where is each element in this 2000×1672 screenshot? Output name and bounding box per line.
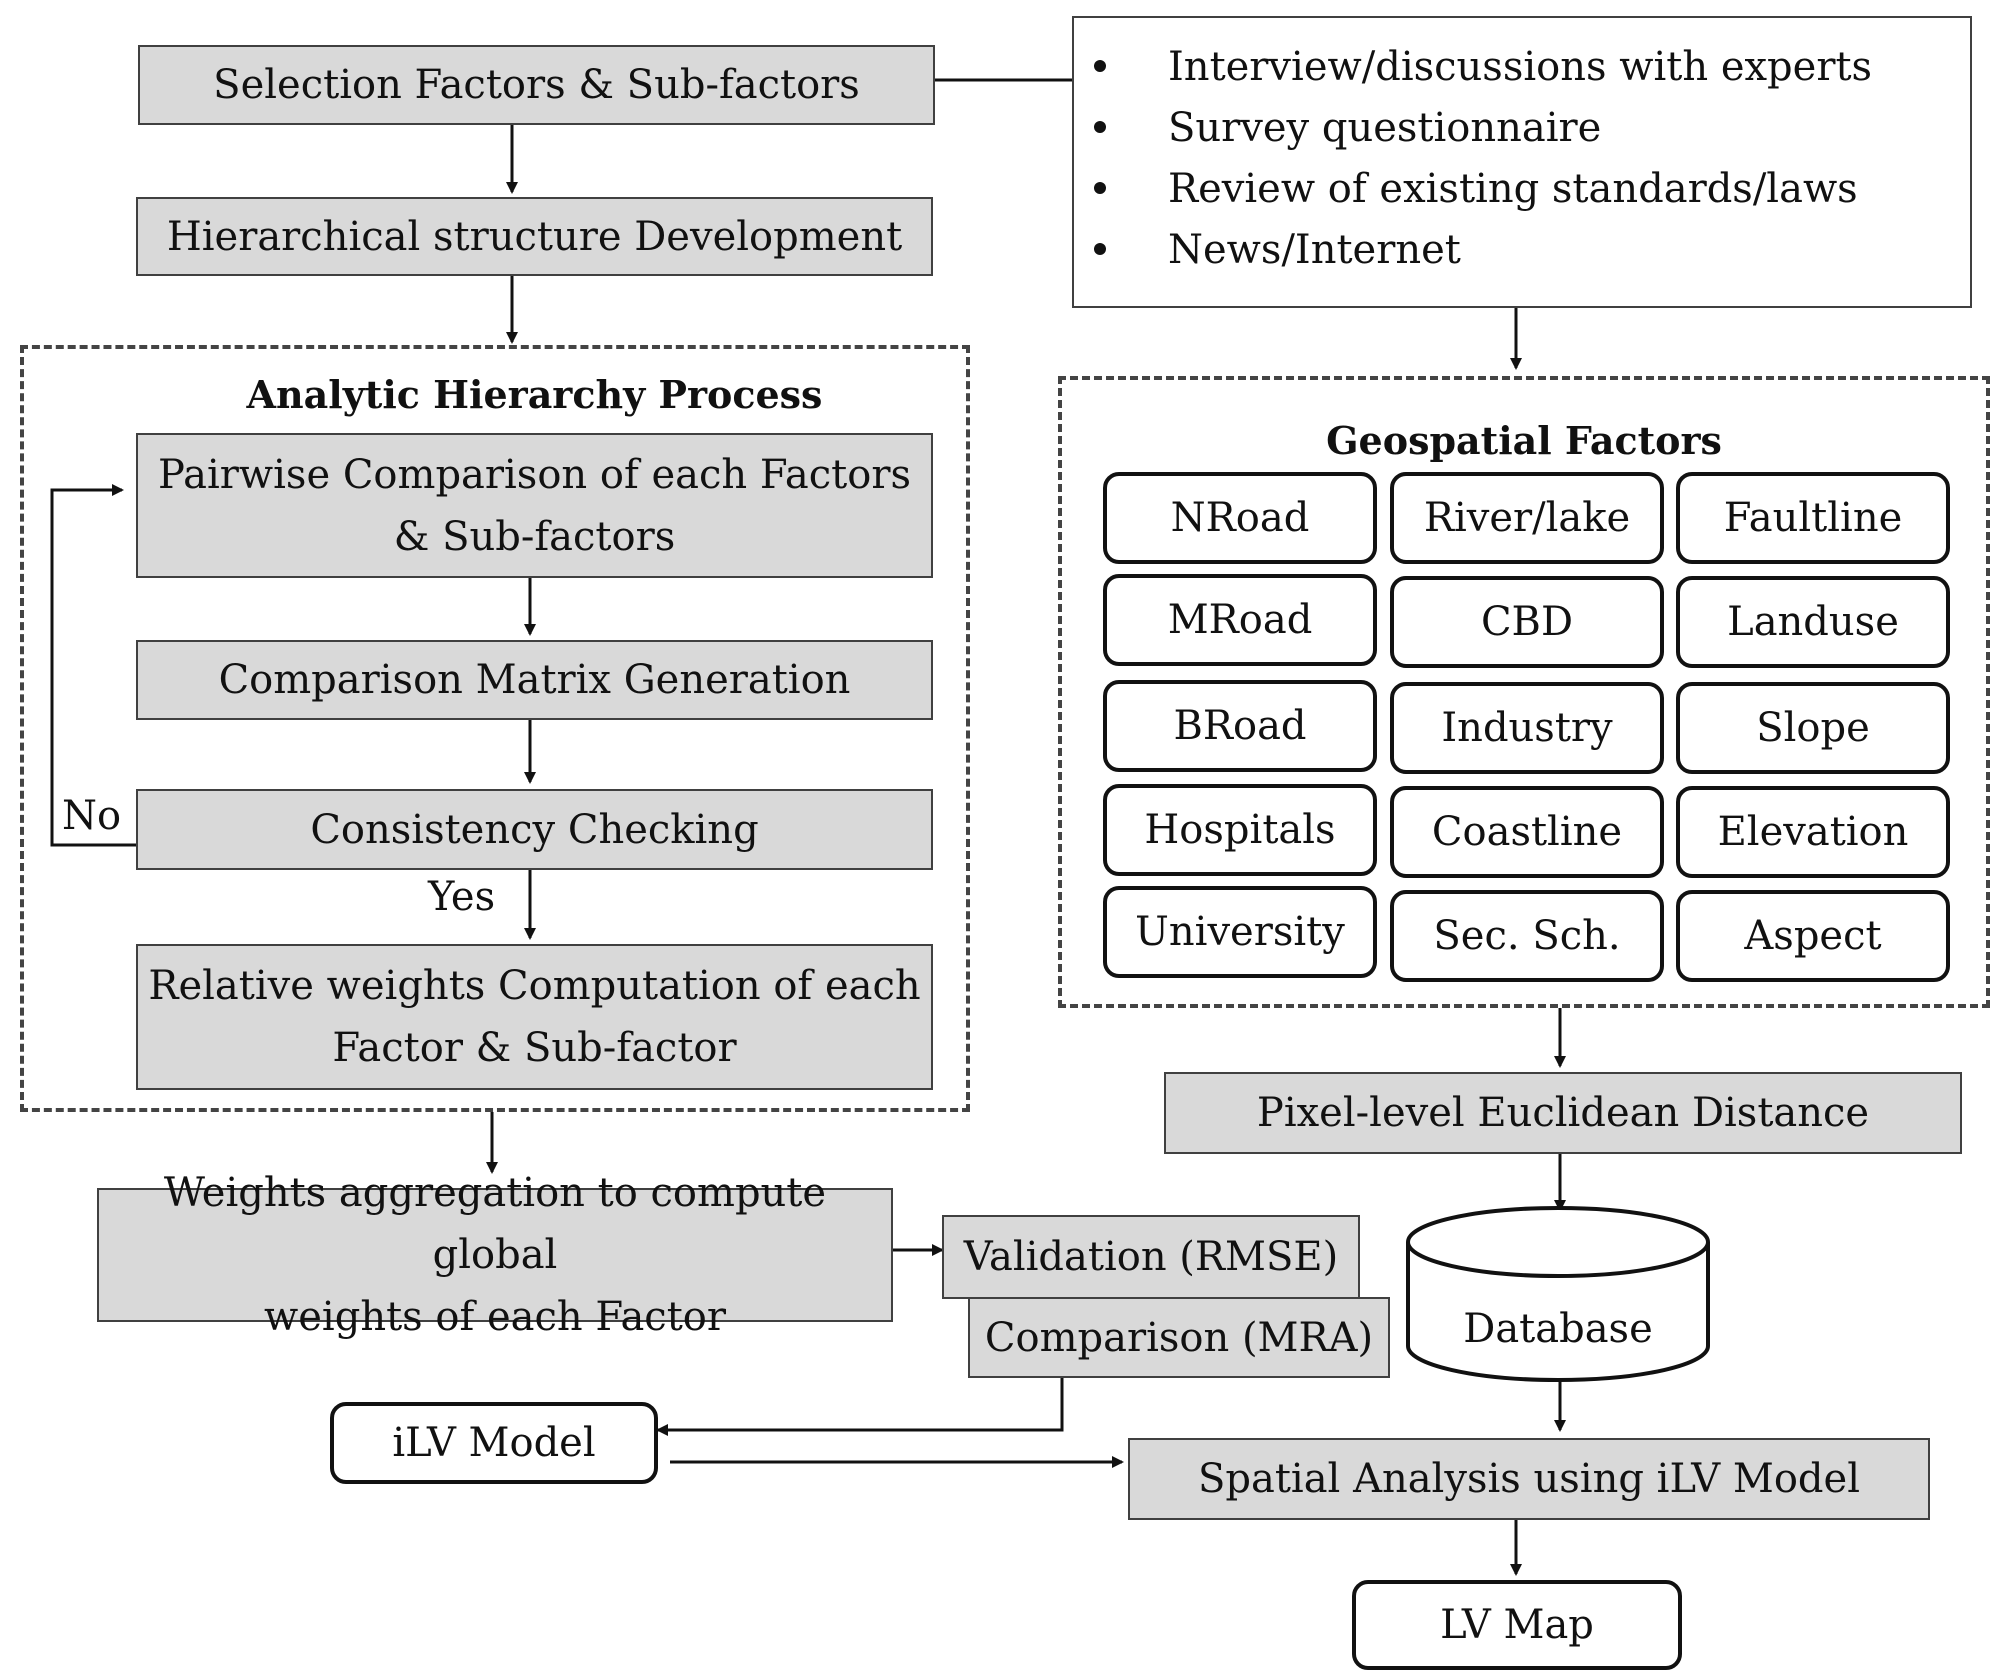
data-collection-methods-box: Interview/discussions with experts Surve… bbox=[1072, 16, 1972, 308]
factor-box: Hospitals bbox=[1103, 784, 1377, 876]
factor-box: University bbox=[1103, 886, 1377, 978]
comparison-mra-box: Comparison (MRA) bbox=[968, 1297, 1390, 1378]
no-label: No bbox=[62, 793, 122, 839]
method-item: News/Internet bbox=[1074, 223, 1970, 284]
weights-aggregation-line2: weights of each Factor bbox=[264, 1294, 726, 1340]
hierarchy-development-label: Hierarchical structure Development bbox=[166, 213, 903, 260]
consistency-checking-label: Consistency Checking bbox=[310, 806, 759, 853]
method-item: Survey questionnaire bbox=[1074, 101, 1970, 162]
factor-label: Elevation bbox=[1717, 809, 1909, 855]
hierarchy-development-box: Hierarchical structure Development bbox=[136, 197, 933, 276]
factor-box: BRoad bbox=[1103, 680, 1377, 772]
factor-box: Aspect bbox=[1676, 890, 1950, 982]
factor-box: Industry bbox=[1390, 682, 1664, 774]
factor-box: River/lake bbox=[1390, 472, 1664, 564]
geospatial-factors-group bbox=[1058, 376, 1990, 1008]
comparison-matrix-label: Comparison Matrix Generation bbox=[218, 657, 851, 703]
factor-box: Sec. Sch. bbox=[1390, 890, 1664, 982]
spatial-analysis-box: Spatial Analysis using iLV Model bbox=[1128, 1438, 1930, 1520]
method-label: Review of existing standards/laws bbox=[1168, 166, 1858, 212]
database-label: Database bbox=[1463, 1306, 1653, 1352]
factor-box: MRoad bbox=[1103, 574, 1377, 666]
bullet-icon bbox=[1094, 60, 1106, 72]
factor-box: Faultline bbox=[1676, 472, 1950, 564]
factor-box: Slope bbox=[1676, 682, 1950, 774]
ahp-title: Analytic Hierarchy Process bbox=[246, 372, 823, 417]
factor-label: Landuse bbox=[1727, 599, 1899, 645]
relative-weights-line1: Relative weights Computation of each bbox=[148, 963, 921, 1009]
selection-factors-box: Selection Factors & Sub-factors bbox=[138, 45, 935, 125]
pairwise-comparison-line2: & Sub-factors bbox=[393, 513, 676, 560]
weights-aggregation-box: Weights aggregation to compute global we… bbox=[97, 1170, 893, 1340]
bullet-icon bbox=[1094, 121, 1106, 133]
method-item: Interview/discussions with experts bbox=[1074, 40, 1970, 101]
relative-weights-line2: Factor & Sub-factor bbox=[332, 1025, 737, 1071]
factor-label: NRoad bbox=[1170, 495, 1310, 541]
factor-box: Coastline bbox=[1390, 786, 1664, 878]
factor-label: Coastline bbox=[1431, 809, 1623, 855]
spatial-analysis-label: Spatial Analysis using iLV Model bbox=[1197, 1456, 1860, 1502]
factor-label: Aspect bbox=[1744, 913, 1882, 959]
factor-label: River/lake bbox=[1423, 495, 1631, 541]
factor-box: Elevation bbox=[1676, 786, 1950, 878]
factor-box: CBD bbox=[1390, 576, 1664, 668]
relative-weights-box: Relative weights Computation of each Fac… bbox=[136, 944, 933, 1090]
factor-label: Sec. Sch. bbox=[1433, 913, 1621, 959]
lv-map-label: LV Map bbox=[1440, 1602, 1594, 1648]
pairwise-comparison-box: Pairwise Comparison of each Factors & Su… bbox=[136, 433, 933, 578]
euclidean-distance-box: Pixel-level Euclidean Distance bbox=[1164, 1072, 1962, 1154]
validation-label: Validation (RMSE) bbox=[963, 1234, 1339, 1280]
lv-map-box: LV Map bbox=[1352, 1580, 1682, 1670]
ahp-group bbox=[20, 345, 970, 1112]
factor-label: University bbox=[1135, 909, 1345, 955]
factor-label: BRoad bbox=[1173, 703, 1307, 749]
method-label: News/Internet bbox=[1168, 227, 1461, 273]
euclidean-distance-label: Pixel-level Euclidean Distance bbox=[1256, 1090, 1870, 1136]
method-item: Review of existing standards/laws bbox=[1074, 162, 1970, 223]
factor-label: CBD bbox=[1480, 599, 1574, 645]
validation-box: Validation (RMSE) bbox=[942, 1215, 1360, 1299]
method-label: Survey questionnaire bbox=[1168, 105, 1602, 151]
selection-factors-label: Selection Factors & Sub-factors bbox=[213, 62, 860, 108]
factor-label: Slope bbox=[1756, 705, 1870, 751]
comparison-mra-label: Comparison (MRA) bbox=[984, 1314, 1374, 1361]
factor-label: Hospitals bbox=[1144, 807, 1336, 853]
factor-box: NRoad bbox=[1103, 472, 1377, 564]
factor-label: Industry bbox=[1441, 705, 1613, 751]
consistency-checking-box: Consistency Checking bbox=[136, 789, 933, 870]
method-label: Interview/discussions with experts bbox=[1168, 44, 1873, 90]
weights-aggregation-line1: Weights aggregation to compute global bbox=[163, 1170, 827, 1278]
geospatial-factors-title: Geospatial Factors bbox=[1326, 418, 1722, 463]
factor-label: MRoad bbox=[1167, 597, 1313, 643]
ilv-model-box: iLV Model bbox=[330, 1402, 658, 1484]
database-cylinder bbox=[1406, 1206, 1710, 1382]
factor-box: Landuse bbox=[1676, 576, 1950, 668]
bullet-icon bbox=[1094, 182, 1106, 194]
ilv-model-label: iLV Model bbox=[392, 1420, 596, 1466]
factor-label: Faultline bbox=[1723, 495, 1903, 541]
yes-label: Yes bbox=[428, 874, 496, 920]
pairwise-comparison-line1: Pairwise Comparison of each Factors bbox=[158, 451, 911, 498]
bullet-icon bbox=[1094, 243, 1106, 255]
comparison-matrix-box: Comparison Matrix Generation bbox=[136, 640, 933, 720]
methods-list: Interview/discussions with experts Surve… bbox=[1074, 18, 1970, 284]
